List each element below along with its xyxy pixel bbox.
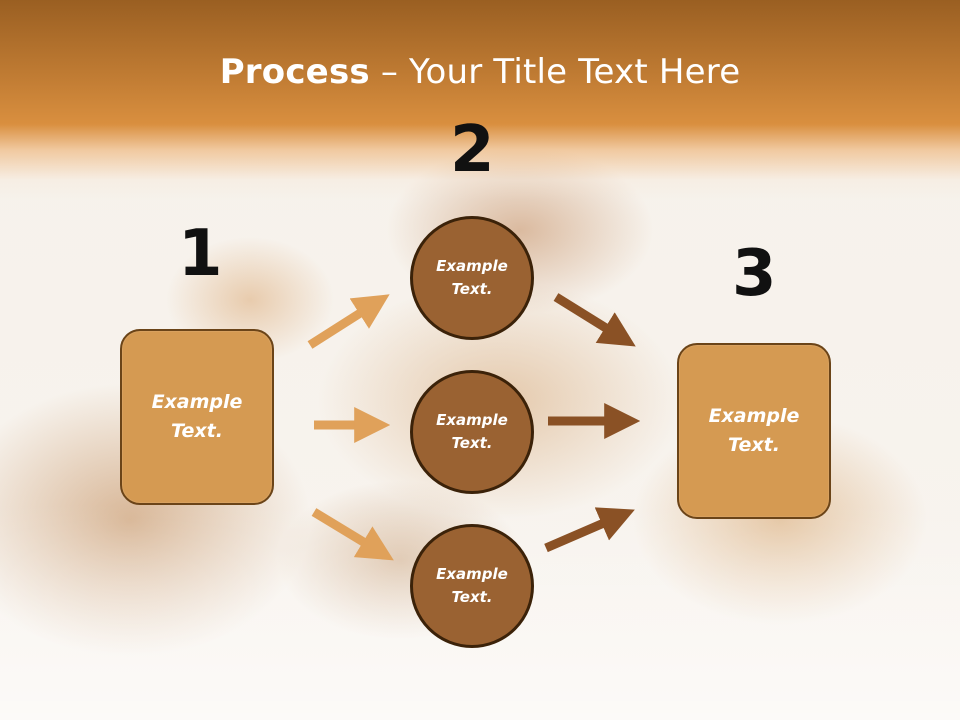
circle-bottom-text: Example Text. (436, 564, 508, 606)
right-step-box-text: Example Text. (708, 404, 800, 456)
circle-top-text: Example Text. (436, 256, 508, 298)
circle-bottom: Example Text. (410, 524, 534, 648)
left-step-box: Example Text. (120, 329, 274, 505)
title-bold-part: Process (219, 52, 370, 92)
title-rest-part: – Your Title Text Here (369, 52, 741, 92)
circle-middle: Example Text. (410, 370, 534, 494)
right-step-box: Example Text. (677, 343, 831, 519)
step-number-2: 2 (450, 113, 495, 187)
arrow-bottom-to-right (544, 507, 635, 553)
step-number-3: 3 (732, 237, 777, 311)
circle-middle-text: Example Text. (436, 410, 508, 452)
title-bar: Process – Your Title Text Here (0, 0, 960, 200)
step-number-1: 1 (178, 217, 223, 291)
arrow-left-to-top (307, 294, 390, 349)
arrow-top-to-right (553, 293, 636, 347)
arrow-left-to-bottom (311, 508, 394, 561)
slide-title: Process – Your Title Text Here (0, 52, 960, 92)
left-step-box-text: Example Text. (151, 390, 243, 442)
circle-top: Example Text. (410, 216, 534, 340)
